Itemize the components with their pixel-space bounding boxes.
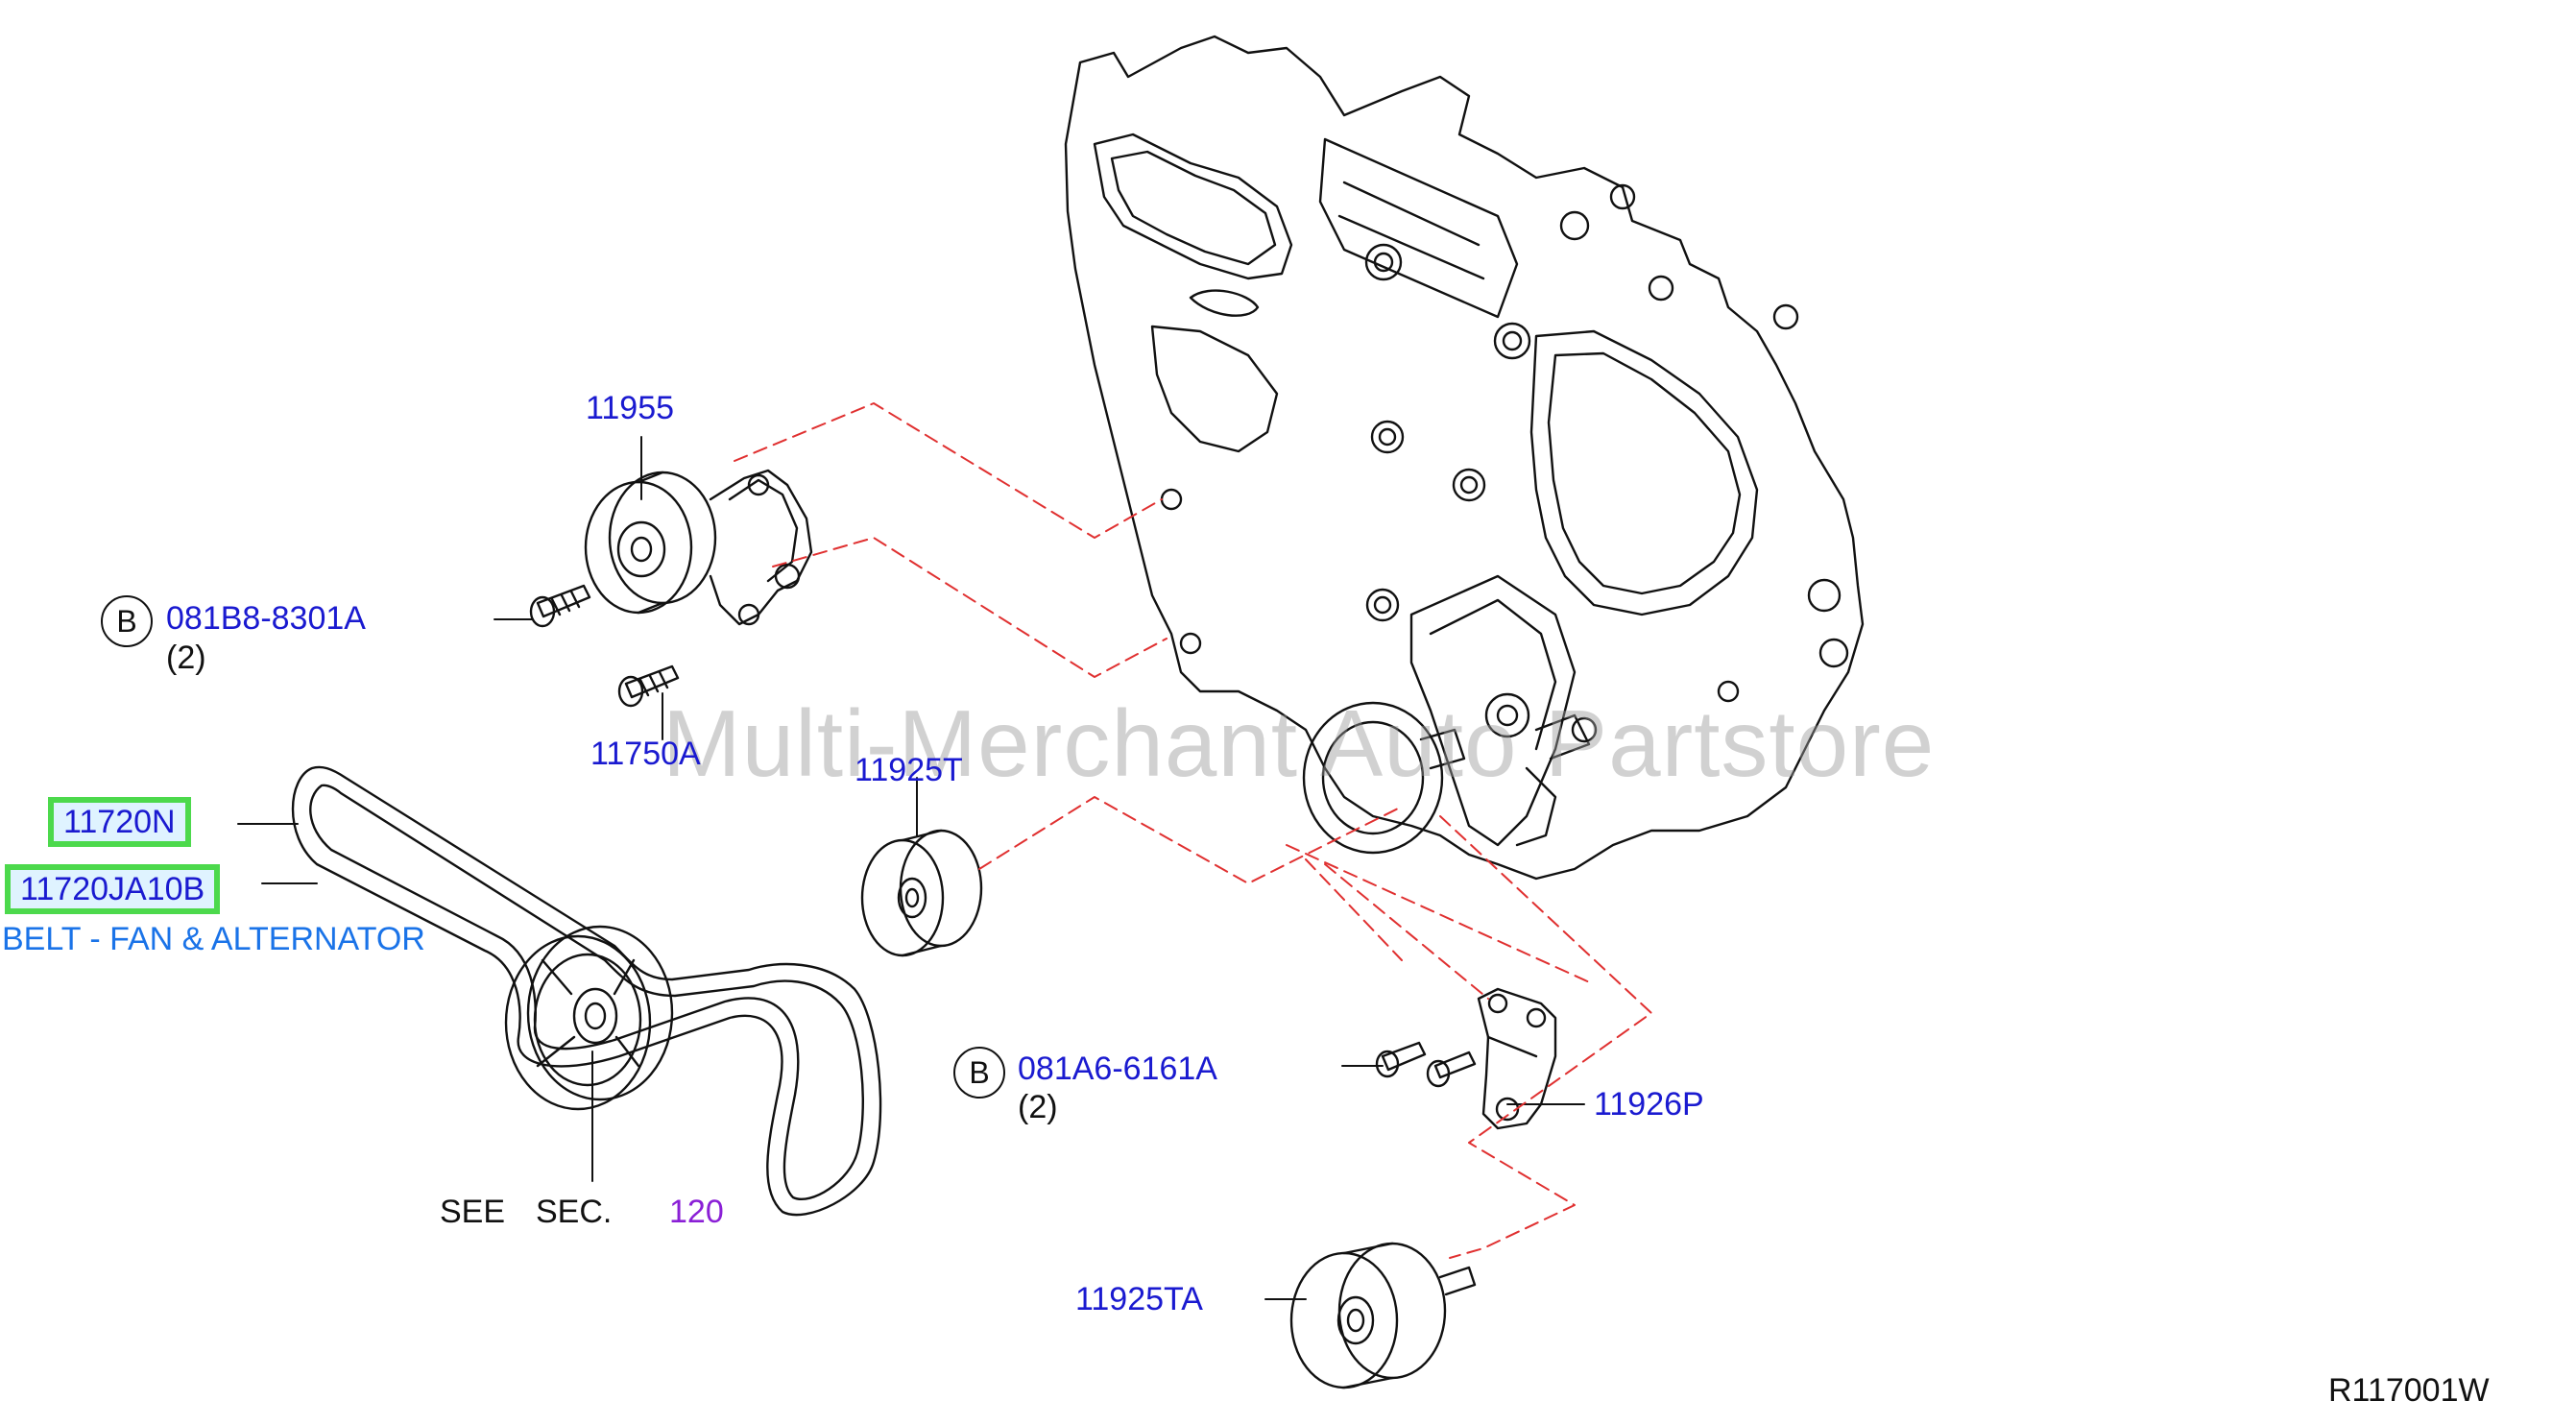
callout-081b8-8301a[interactable]: 081B8-8301A xyxy=(166,600,366,637)
callout-11720ja10b[interactable]: 11720JA10B xyxy=(5,864,221,914)
bolt-11750a xyxy=(617,664,680,708)
leader-lines xyxy=(237,436,1585,1300)
idler-pulley-11925t xyxy=(860,829,983,957)
callout-11720n[interactable]: 11720N xyxy=(48,797,191,847)
front-timing-cover xyxy=(1064,35,1865,881)
crank-pulley xyxy=(504,925,674,1111)
bolt-qty-1: (2) xyxy=(166,640,206,676)
sec-label: SEC. xyxy=(536,1194,613,1230)
belt-fan-alternator xyxy=(291,765,882,1217)
callout-11955[interactable]: 11955 xyxy=(586,390,675,426)
callout-11925t[interactable]: 11925T xyxy=(855,752,963,788)
idler-pulley-11925ta xyxy=(1289,1242,1477,1389)
bolt-qty-2: (2) xyxy=(1018,1089,1058,1125)
callout-11926p[interactable]: 11926P xyxy=(1594,1086,1704,1123)
watermark: Multi-Merchant Auto Partstore xyxy=(662,690,1936,796)
mounting-leader-lines xyxy=(734,402,1652,1259)
bolt-081b8 xyxy=(529,584,591,628)
diagram-code: R117001W xyxy=(2328,1372,2490,1409)
bolt-symbol-b-2: B xyxy=(953,1047,1005,1099)
sec-120-link[interactable]: 120 xyxy=(669,1194,724,1230)
bracket-11926p xyxy=(1375,987,1557,1130)
callout-11750a[interactable]: 11750A xyxy=(590,736,701,772)
see-label: SEE xyxy=(440,1194,506,1230)
tensioner-assembly xyxy=(584,469,813,626)
callout-081a6-6161a[interactable]: 081A6-6161A xyxy=(1018,1051,1217,1087)
callout-11925ta[interactable]: 11925TA xyxy=(1075,1281,1203,1317)
bolt-symbol-b-1: B xyxy=(101,595,153,647)
belt-description: BELT - FAN & ALTERNATOR xyxy=(2,921,425,957)
